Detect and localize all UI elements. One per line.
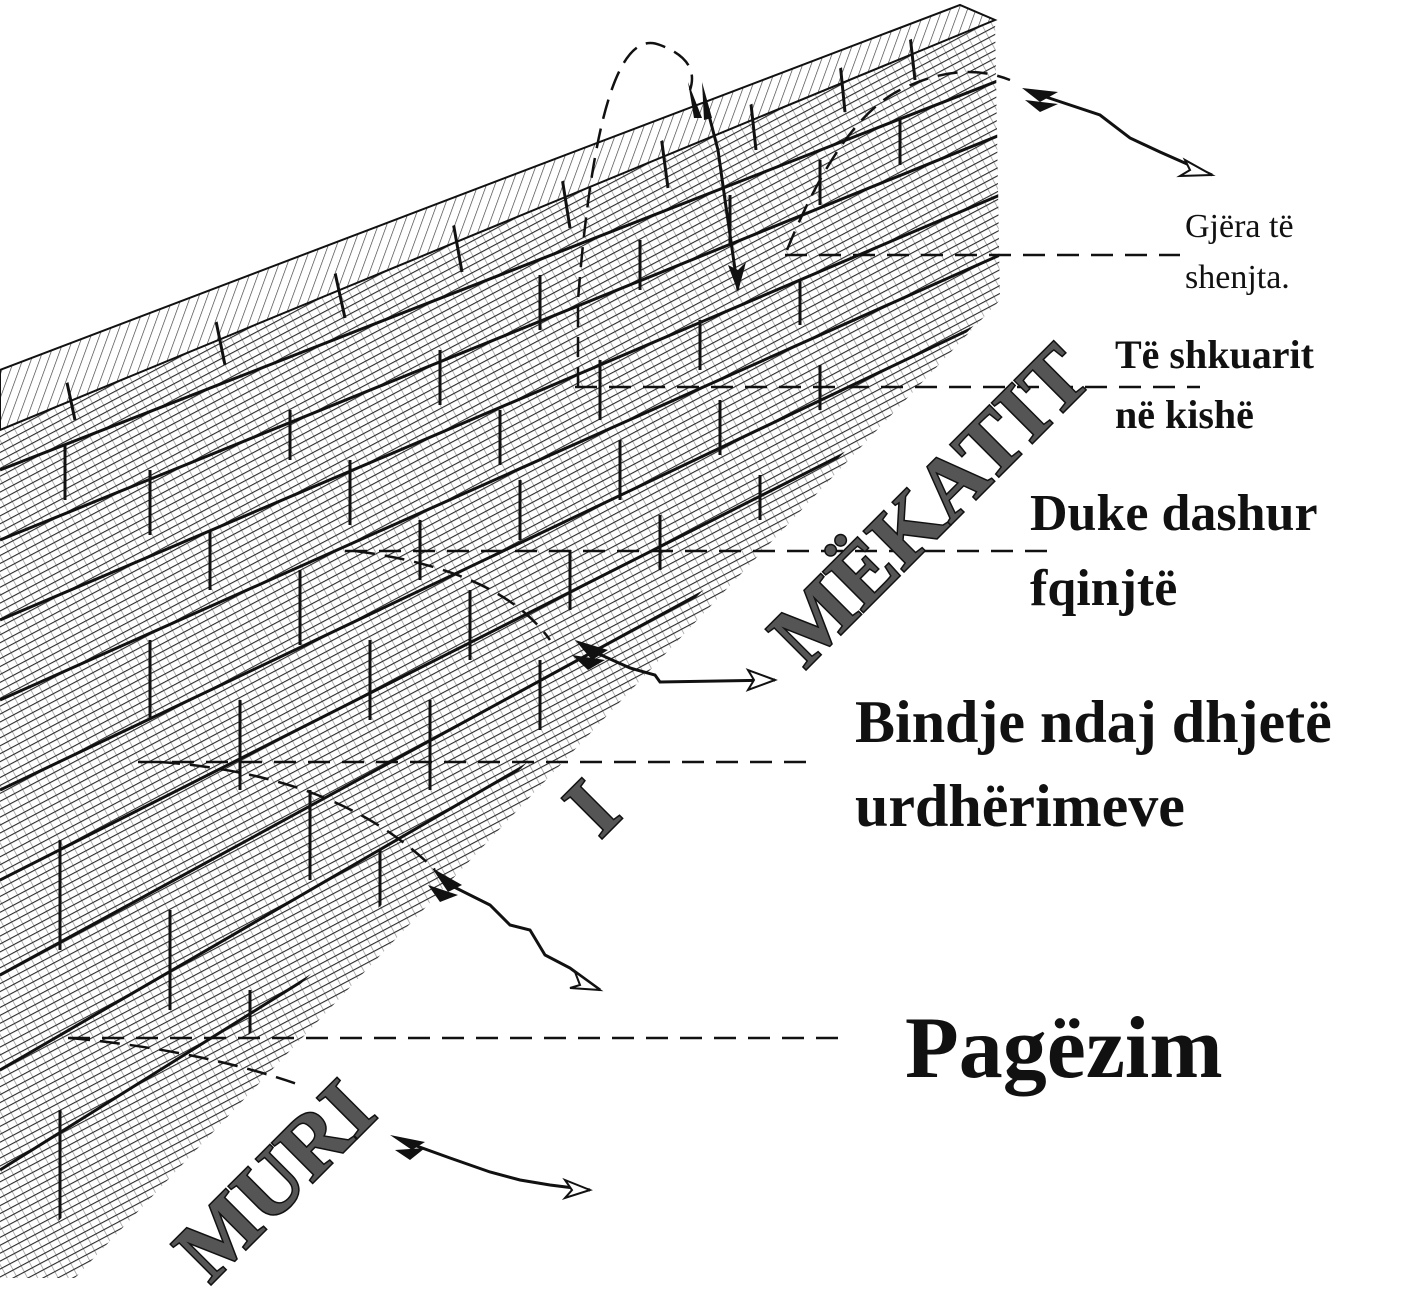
arrow-icon bbox=[688, 82, 746, 292]
label-neighbors-line-1: Duke dashur bbox=[1030, 485, 1318, 542]
label-commandments-line-2: urdhërimeve bbox=[855, 773, 1185, 839]
wall-title-part-2: I bbox=[546, 762, 638, 854]
label-commandments-line-1: Bindje ndaj dhjetë bbox=[855, 689, 1332, 755]
arrow-icon bbox=[572, 640, 778, 692]
label-holy-line-2: shenjta. bbox=[1185, 259, 1290, 296]
label-church-line-1: Të shkuarit bbox=[1115, 332, 1315, 377]
arrow-icon bbox=[428, 868, 604, 992]
level-labels: Pagëzim Bindje ndaj dhjetë urdhërimeve D… bbox=[855, 208, 1332, 1097]
label-baptism: Pagëzim bbox=[905, 1000, 1223, 1097]
arrow-icon bbox=[390, 1135, 593, 1201]
trajectories bbox=[69, 41, 1011, 1087]
arrows bbox=[390, 82, 1216, 1201]
brick-wall bbox=[0, 3, 1000, 1278]
label-holy-line-1: Gjëra të bbox=[1185, 208, 1294, 245]
label-neighbors-line-2: fqinjtë bbox=[1030, 560, 1177, 617]
arrow-icon bbox=[1022, 88, 1216, 178]
label-church-line-2: në kishë bbox=[1115, 392, 1254, 437]
level-lines bbox=[68, 253, 1200, 1040]
